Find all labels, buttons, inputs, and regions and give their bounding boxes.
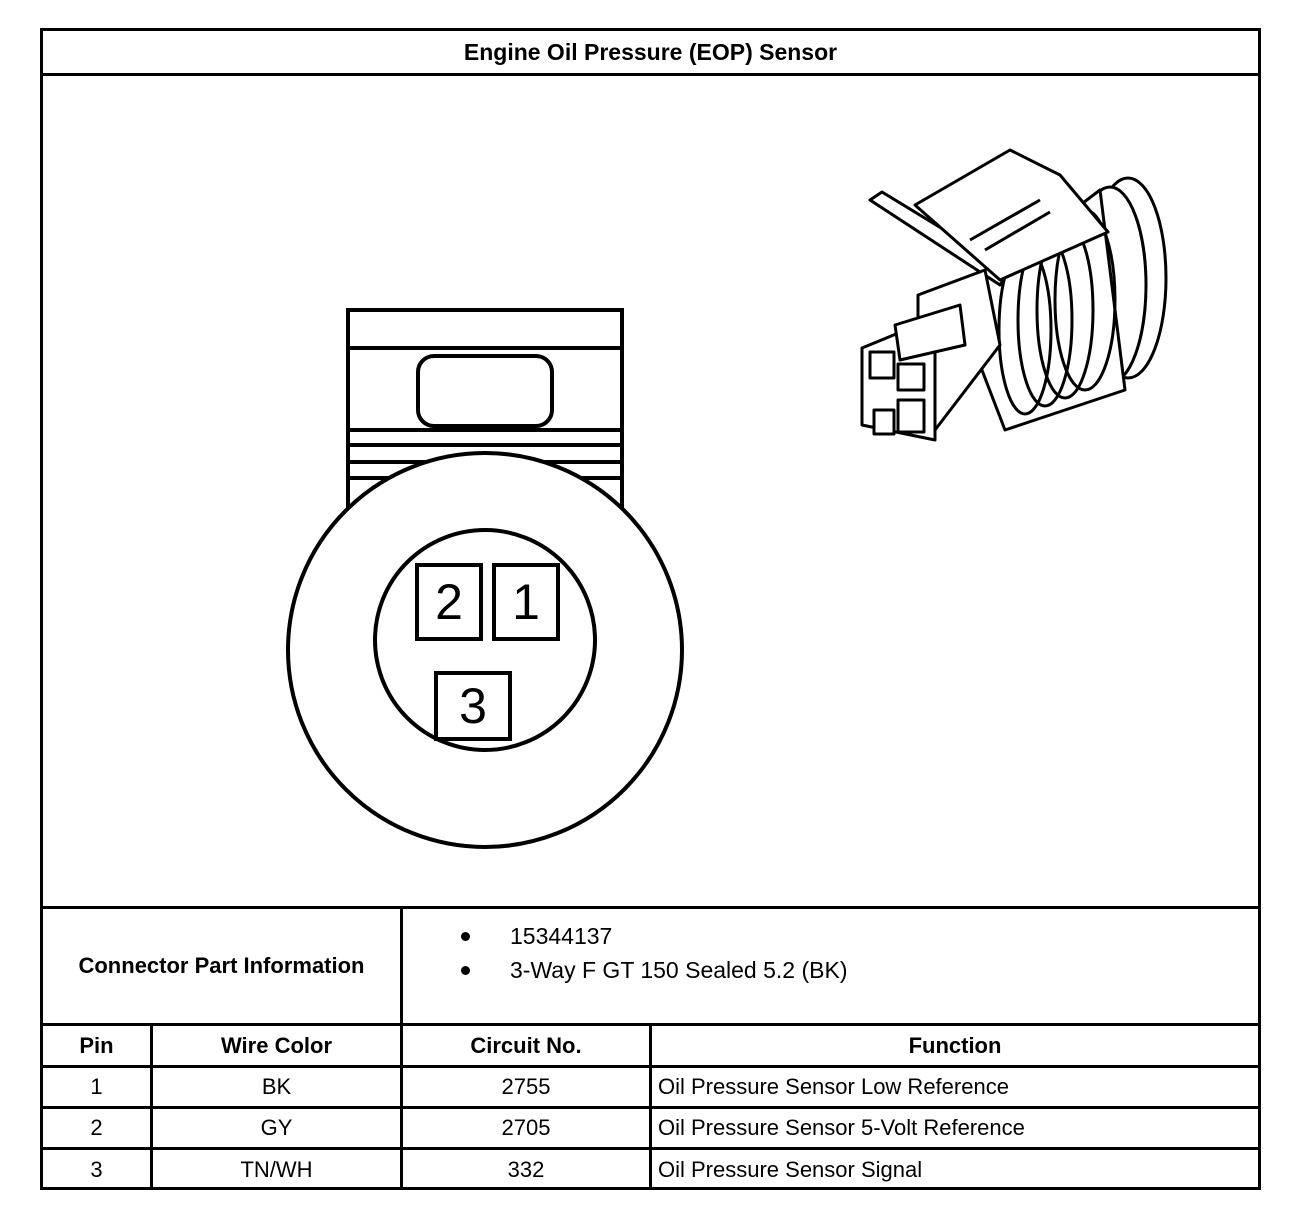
- pin-label: 3: [459, 678, 487, 734]
- table-cell-circuit: 2755: [501, 1074, 551, 1099]
- header-circuit: Circuit No.: [470, 1032, 582, 1058]
- bullet-icon: [461, 932, 470, 941]
- divider: [43, 906, 1258, 909]
- table-cell-pin: 2: [90, 1115, 103, 1140]
- divider: [400, 906, 403, 1190]
- table-cell-pin: 1: [90, 1074, 103, 1099]
- bullet-icon: [461, 966, 470, 975]
- table-cell-wire-color: BK: [261, 1074, 292, 1099]
- header-wire-color: Wire Color: [220, 1032, 333, 1058]
- divider: [649, 1023, 652, 1190]
- list-item: 15344137: [405, 919, 847, 953]
- connector-part-list: 15344137 3-Way F GT 150 Sealed 5.2 (BK): [405, 919, 847, 987]
- pin-label: 2: [435, 574, 463, 630]
- page-title: Engine Oil Pressure (EOP) Sensor: [463, 38, 838, 65]
- table-cell-function: Oil Pressure Sensor Signal: [658, 1157, 923, 1182]
- connector-part-label: Connector Part Information: [78, 953, 365, 978]
- table-cell-circuit: 332: [507, 1157, 545, 1182]
- table-cell-wire-color: GY: [260, 1115, 293, 1140]
- pinout-sheet: Engine Oil Pressure (EOP) Sensor Connect…: [40, 28, 1261, 1190]
- table-cell-wire-color: TN/WH: [240, 1157, 313, 1182]
- table-cell-circuit: 2705: [501, 1115, 551, 1140]
- table-cell-function: Oil Pressure Sensor Low Reference: [658, 1074, 1009, 1099]
- divider: [150, 1023, 153, 1190]
- list-item: 3-Way F GT 150 Sealed 5.2 (BK): [405, 953, 847, 987]
- divider: [43, 73, 1258, 76]
- pin-label: 1: [512, 574, 540, 630]
- table-cell-pin: 3: [90, 1157, 103, 1182]
- header-function: Function: [908, 1032, 1002, 1058]
- table-cell-function: Oil Pressure Sensor 5-Volt Reference: [658, 1115, 1025, 1140]
- header-pin: Pin: [79, 1032, 114, 1058]
